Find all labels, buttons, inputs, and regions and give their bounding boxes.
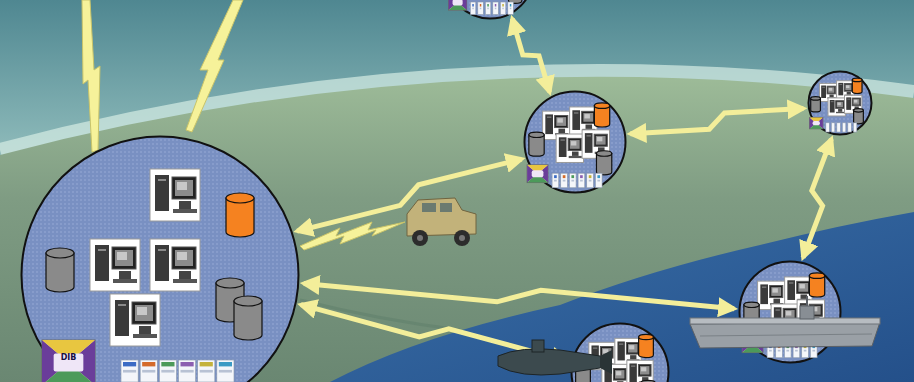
database-cylinder: [46, 248, 74, 292]
data-link-arrow: [297, 159, 522, 231]
computer-icon: [627, 360, 653, 382]
computer-icon: [556, 134, 583, 162]
network-node: [523, 90, 627, 194]
data-link-arrow: [304, 283, 734, 308]
computer-icon: [110, 294, 160, 346]
database-cylinder: [234, 296, 262, 340]
database-cylinder: [641, 380, 656, 382]
network-node: [738, 260, 842, 364]
network-circle: [738, 260, 842, 364]
network-node: [807, 70, 873, 136]
database-cylinder: [226, 193, 254, 237]
database-cylinder: [639, 334, 654, 357]
screen-thumbnails: [121, 360, 234, 382]
lightning-bolt: [82, 0, 100, 152]
database-cylinder: [576, 362, 591, 382]
dib-icon: [810, 118, 823, 129]
network-node: [570, 322, 670, 382]
dib-icon: [527, 165, 548, 183]
database-cylinder: [809, 273, 824, 297]
database-cylinder: [852, 78, 862, 93]
node-label: DIB: [46, 354, 91, 362]
network-circle: [523, 90, 627, 194]
database-cylinder: [594, 103, 609, 127]
network-circle: [807, 70, 873, 136]
data-link-arrow: [301, 305, 567, 361]
data-link-arrow: [803, 139, 831, 258]
screen-thumbnails: [552, 173, 602, 188]
dib-icon: [742, 335, 763, 353]
computer-icon: [90, 239, 140, 291]
computer-icon: [828, 98, 845, 116]
computer-icon: [602, 364, 628, 382]
data-link-arrow: [512, 19, 549, 92]
network-circle: [20, 135, 300, 382]
database-cylinder: [529, 132, 544, 156]
humvee-vehicle: [407, 198, 476, 246]
screen-thumbnails: [826, 123, 857, 132]
dib-icon: [42, 340, 95, 382]
database-cylinder: [811, 97, 821, 112]
network-node: DIB: [20, 135, 300, 382]
computer-icon: [150, 169, 200, 221]
database-cylinder: [596, 151, 611, 175]
database-cylinder: [854, 109, 864, 124]
database-cylinder: [744, 302, 759, 326]
database-cylinder: [811, 321, 826, 345]
data-link-arrow: [630, 108, 803, 133]
screen-thumbnails: [470, 2, 513, 15]
network-node: [445, 0, 535, 20]
aircraft-carrier: [690, 296, 880, 348]
network-circle: [570, 322, 670, 382]
computer-icon: [150, 239, 200, 291]
network-circle: [445, 0, 535, 20]
computer-icon: [771, 304, 798, 332]
lightning-bolt: [186, 0, 243, 132]
submarine: [498, 340, 612, 375]
dib-icon: [449, 0, 467, 10]
screen-thumbnails: [767, 343, 817, 358]
